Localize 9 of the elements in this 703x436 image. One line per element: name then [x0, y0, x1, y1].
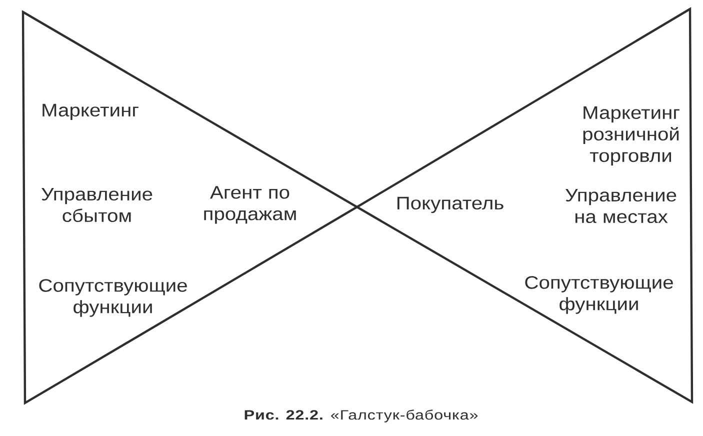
label: Покупатель — [397, 196, 504, 214]
label: Управление сбытом — [42, 188, 152, 222]
label: Маркетинг — [42, 104, 138, 120]
label: Агент по продажам — [204, 186, 296, 224]
label: Управление на местах — [566, 188, 676, 224]
caption: Рис. 22.2. «Галстук-бабочка» — [244, 410, 478, 422]
label: Сопутствующие функции — [525, 276, 673, 314]
label: Маркетинг розничной торговли — [583, 106, 680, 166]
label: Сопутствующие функции — [39, 279, 187, 317]
